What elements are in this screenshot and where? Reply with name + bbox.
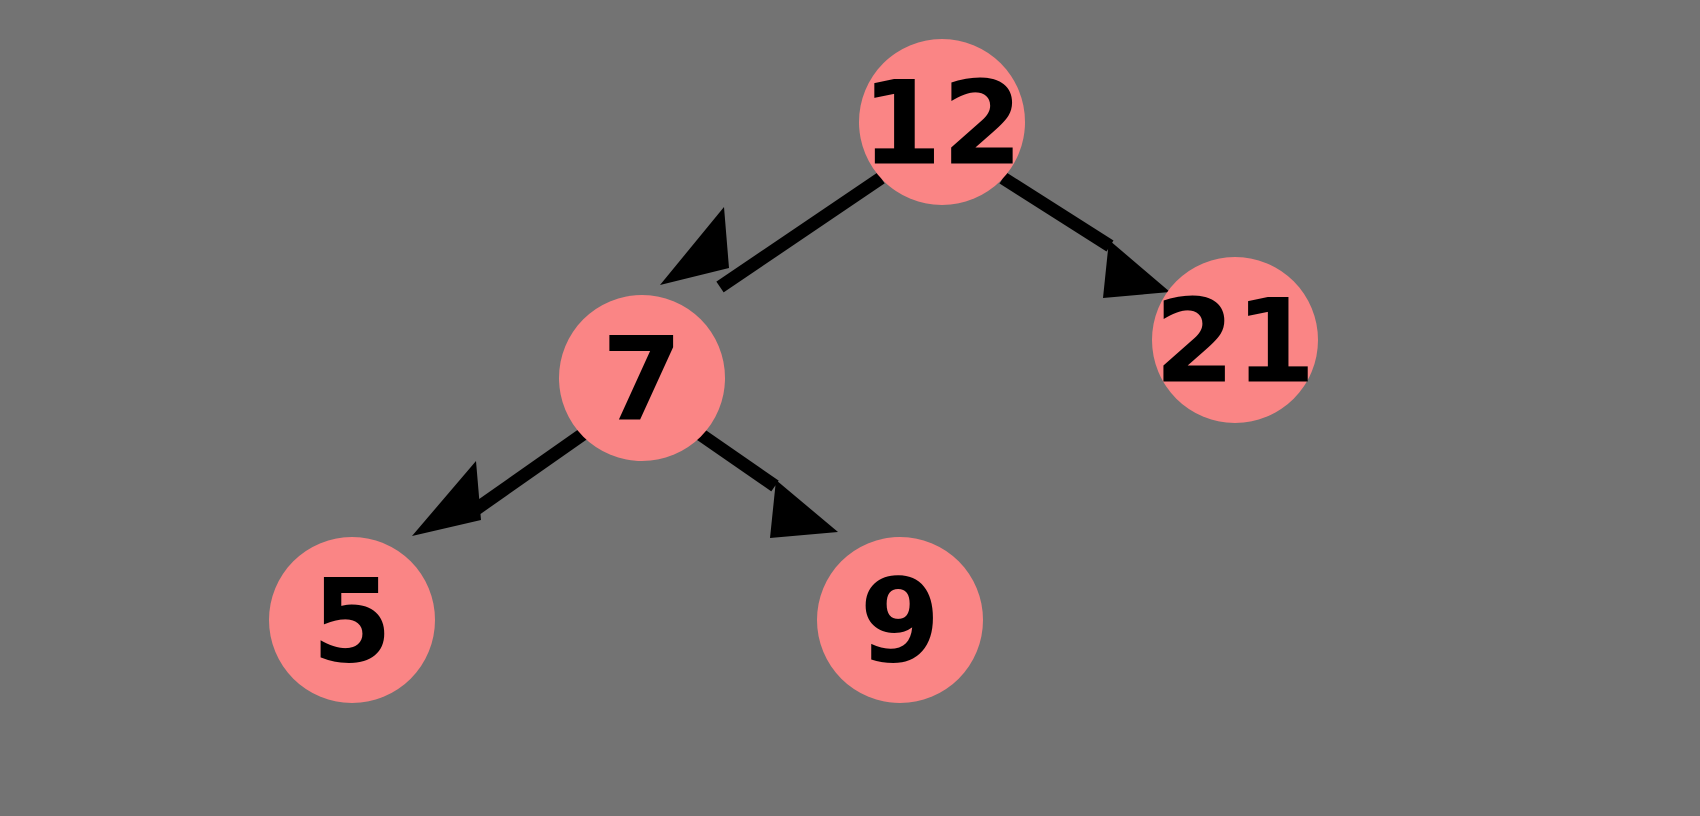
- nodes-layer: 12 7 21 5 9: [269, 39, 1318, 703]
- arrowhead-icon: [1103, 240, 1170, 298]
- node-circle: [1152, 257, 1318, 423]
- edges-layer: [412, 172, 1170, 538]
- node-circle: [817, 537, 983, 703]
- tree-node-7[interactable]: 7: [559, 295, 725, 461]
- arrowhead-icon: [660, 207, 729, 285]
- node-circle: [859, 39, 1025, 205]
- arrowhead-icon: [770, 480, 838, 538]
- edge-line: [999, 172, 1114, 252]
- node-label: 9: [860, 555, 941, 690]
- tree-node-5[interactable]: 5: [269, 537, 435, 703]
- node-label: 12: [861, 57, 1022, 192]
- node-circle: [269, 537, 435, 703]
- edge-line: [693, 426, 779, 492]
- edge-12-to-7[interactable]: [660, 172, 885, 293]
- node-label: 21: [1154, 275, 1315, 410]
- tree-node-9[interactable]: 9: [817, 537, 983, 703]
- node-label: 5: [312, 555, 393, 690]
- tree-node-21[interactable]: 21: [1152, 257, 1318, 423]
- edge-line: [468, 426, 590, 518]
- edge-7-to-9[interactable]: [693, 426, 838, 538]
- edge-7-to-5[interactable]: [412, 426, 590, 536]
- edge-12-to-21[interactable]: [999, 172, 1170, 298]
- tree-node-root[interactable]: 12: [859, 39, 1025, 205]
- node-label: 7: [602, 313, 683, 448]
- node-circle: [559, 295, 725, 461]
- edge-line: [716, 172, 885, 293]
- arrowhead-icon: [412, 461, 481, 536]
